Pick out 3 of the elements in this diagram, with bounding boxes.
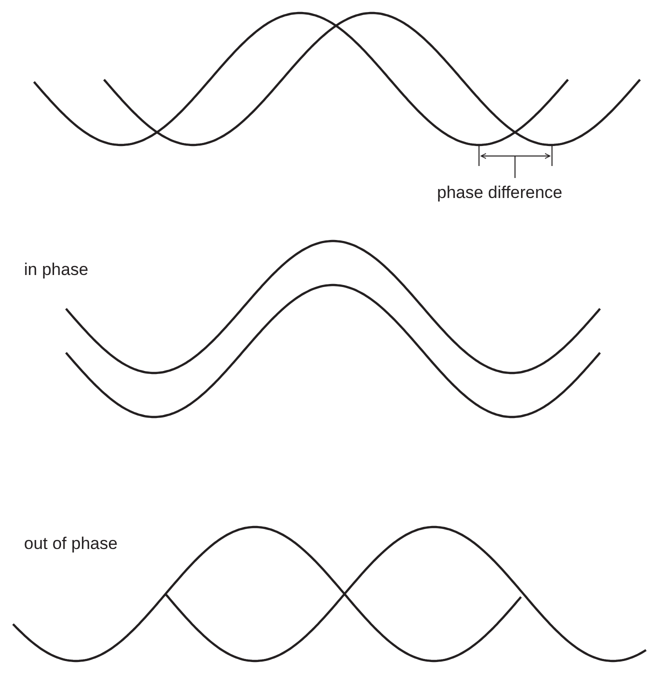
wave-label: phase difference (437, 183, 562, 203)
wave-label: in phase (24, 260, 88, 280)
wave-label: out of phase (24, 534, 118, 554)
